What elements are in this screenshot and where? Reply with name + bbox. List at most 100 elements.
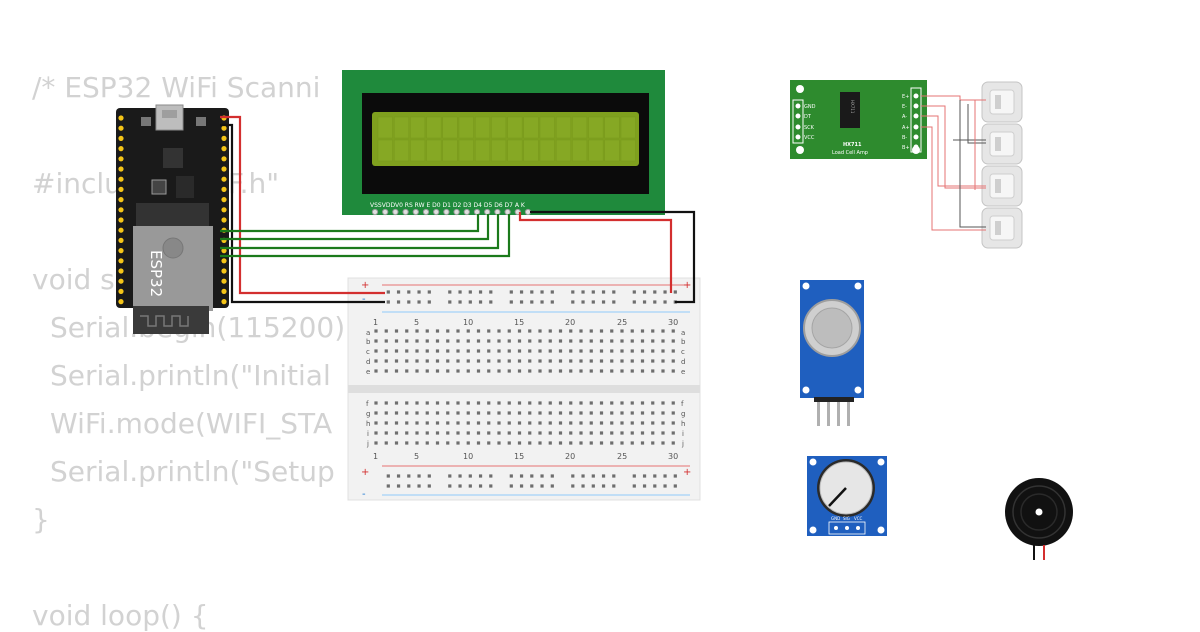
breadboard-hole[interactable] (653, 474, 657, 478)
breadboard-hole[interactable] (394, 401, 399, 405)
esp32-pin[interactable] (118, 278, 124, 284)
breadboard-hole[interactable] (415, 359, 419, 363)
breadboard-hole[interactable] (589, 349, 593, 353)
esp32-pin[interactable] (221, 217, 227, 223)
breadboard-hole[interactable] (435, 329, 440, 333)
breadboard-hole[interactable] (548, 441, 552, 445)
breadboard-hole[interactable] (446, 369, 450, 373)
breadboard-hole[interactable] (476, 431, 481, 435)
breadboard-hole[interactable] (671, 359, 675, 363)
breadboard-hole[interactable] (579, 441, 583, 445)
breadboard-hole[interactable] (548, 401, 552, 405)
breadboard-hole[interactable] (610, 359, 614, 363)
breadboard-hole[interactable] (653, 290, 657, 294)
breadboard-hole[interactable] (466, 369, 470, 373)
breadboard-hole[interactable] (519, 484, 524, 488)
breadboard-hole[interactable] (538, 359, 542, 363)
breadboard-hole[interactable] (579, 359, 583, 363)
breadboard-hole[interactable] (589, 431, 593, 435)
breadboard-hole[interactable] (425, 349, 429, 353)
breadboard-hole[interactable] (569, 369, 573, 373)
breadboard-hole[interactable] (558, 421, 563, 425)
breadboard-hole[interactable] (456, 349, 460, 353)
breadboard-hole[interactable] (589, 369, 593, 373)
breadboard-hole[interactable] (507, 411, 511, 415)
breadboard-hole[interactable] (456, 411, 460, 415)
breadboard-hole[interactable] (651, 421, 655, 425)
breadboard-hole[interactable] (581, 290, 585, 294)
wire-black-ground[interactable] (220, 123, 385, 304)
breadboard-hole[interactable] (448, 290, 452, 294)
breadboard-hole[interactable] (571, 484, 575, 488)
breadboard-hole[interactable] (407, 484, 411, 488)
esp32-pin[interactable] (221, 135, 227, 141)
breadboard-hole[interactable] (405, 369, 409, 373)
wire-green-d6[interactable] (220, 214, 500, 250)
breadboard-hole[interactable] (396, 484, 401, 488)
breadboard-hole[interactable] (394, 431, 399, 435)
esp32-pin[interactable] (118, 125, 124, 131)
breadboard-hole[interactable] (456, 329, 460, 333)
breadboard-hole[interactable] (620, 441, 624, 445)
breadboard-hole[interactable] (579, 339, 583, 343)
breadboard-hole[interactable] (476, 411, 481, 415)
breadboard-hole[interactable] (548, 431, 552, 435)
esp32-pin[interactable] (118, 156, 124, 162)
breadboard-hole[interactable] (396, 300, 401, 304)
esp32-pin[interactable] (118, 258, 124, 264)
breadboard-hole[interactable] (517, 441, 522, 445)
breadboard-hole[interactable] (435, 421, 440, 425)
breadboard-hole[interactable] (407, 290, 411, 294)
breadboard-hole[interactable] (509, 290, 513, 294)
breadboard-hole[interactable] (405, 359, 409, 363)
breadboard-hole[interactable] (589, 401, 593, 405)
breadboard-hole[interactable] (497, 431, 501, 435)
esp32-pin[interactable] (118, 176, 124, 182)
breadboard-hole[interactable] (673, 474, 677, 478)
breadboard-hole[interactable] (610, 329, 614, 333)
breadboard-hole[interactable] (466, 339, 470, 343)
breadboard-hole[interactable] (417, 300, 421, 304)
breadboard-hole[interactable] (612, 484, 616, 488)
esp32-pin[interactable] (221, 248, 227, 254)
lcd-pin[interactable] (494, 208, 501, 216)
esp32-pin[interactable] (221, 186, 227, 192)
breadboard-hole[interactable] (435, 441, 440, 445)
breadboard-hole[interactable] (425, 339, 429, 343)
breadboard-hole[interactable] (569, 339, 573, 343)
breadboard-hole[interactable] (435, 349, 440, 353)
breadboard-hole[interactable] (632, 290, 636, 294)
breadboard-hole[interactable] (405, 329, 409, 333)
breadboard-hole[interactable] (640, 441, 645, 445)
breadboard-hole[interactable] (448, 300, 452, 304)
breadboard-hole[interactable] (487, 349, 491, 353)
breadboard-hole[interactable] (599, 401, 604, 405)
breadboard-hole[interactable] (548, 349, 552, 353)
boot-button[interactable] (141, 117, 151, 126)
esp32-pin[interactable] (118, 227, 124, 233)
breadboard-hole[interactable] (663, 290, 667, 294)
breadboard-hole[interactable] (394, 421, 399, 425)
breadboard-hole[interactable] (476, 421, 481, 425)
wire-green-d7[interactable] (220, 214, 511, 258)
breadboard-hole[interactable] (642, 484, 647, 488)
breadboard-hole[interactable] (427, 474, 431, 478)
breadboard-hole[interactable] (632, 474, 636, 478)
breadboard-hole[interactable] (671, 329, 675, 333)
esp32-pin[interactable] (118, 217, 124, 223)
breadboard-hole[interactable] (599, 329, 604, 333)
breadboard-hole[interactable] (601, 474, 606, 478)
breadboard-hole[interactable] (671, 349, 675, 353)
breadboard-hole[interactable] (630, 411, 634, 415)
breadboard-hole[interactable] (456, 339, 460, 343)
breadboard-hole[interactable] (394, 329, 399, 333)
breadboard-hole[interactable] (507, 369, 511, 373)
breadboard-hole[interactable] (394, 339, 399, 343)
load-cells[interactable] (981, 81, 1023, 249)
breadboard-hole[interactable] (405, 441, 409, 445)
breadboard-hole[interactable] (466, 401, 470, 405)
esp32-pin[interactable] (221, 207, 227, 213)
breadboard-hole[interactable] (497, 369, 501, 373)
breadboard-hole[interactable] (415, 411, 419, 415)
breadboard-hole[interactable] (661, 349, 665, 353)
